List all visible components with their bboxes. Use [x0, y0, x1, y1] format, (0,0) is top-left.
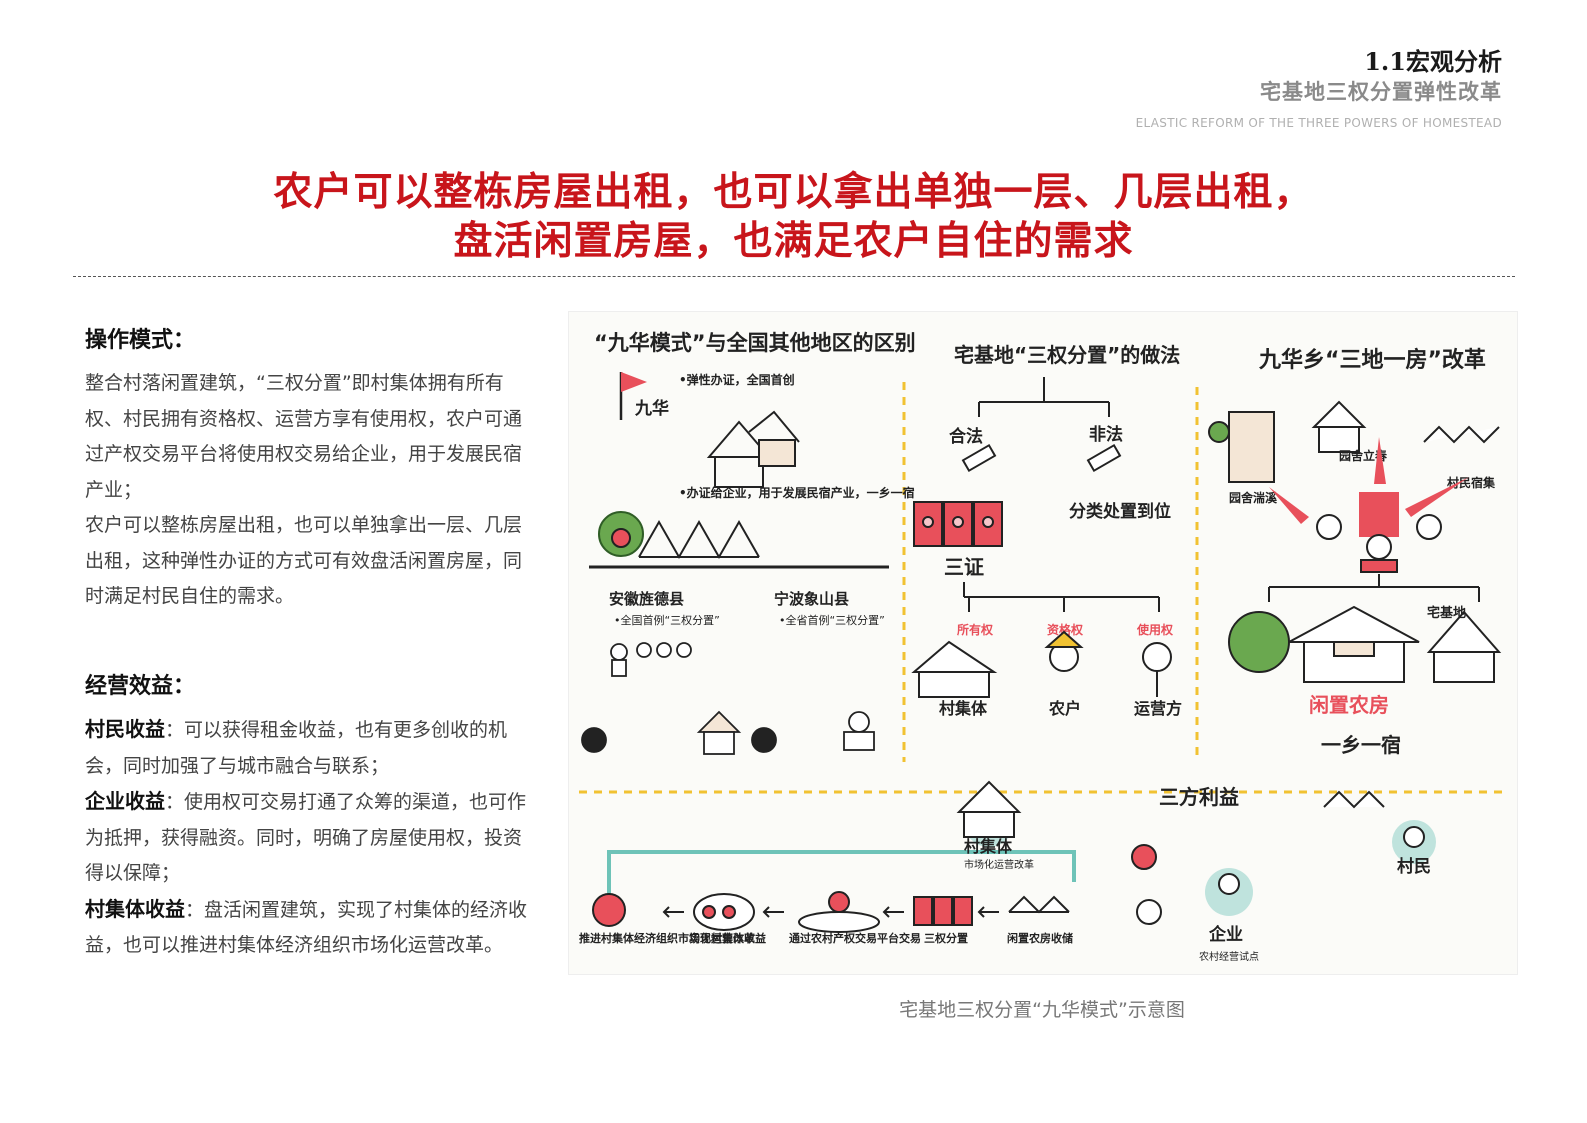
tree-connector [978, 377, 1110, 417]
homestay-label: 村民宿集 [1447, 475, 1496, 490]
qualification-label: 资格权 [1047, 622, 1084, 637]
enterprise-benefit-text: ：使用权可交易打通了众筹的渠道，也可作为抵押，获得融资。同时，明确了房屋使用权，… [85, 791, 527, 884]
jiuhua-model-illustration: “九华模式”与全国其他地区的区别 九华 •弹性办证，全国首创 •办证给企业，用于… [568, 311, 1518, 975]
headline-line-2: 盘活闲置房屋，也满足农户自住的需求 [453, 219, 1134, 264]
teal-frame [607, 850, 1076, 902]
enterprise-note: 农村经营试点 [1199, 950, 1259, 963]
garden-label: 园舍立春 [1339, 448, 1388, 463]
flow-step-5: 闲置农房收储 [1007, 931, 1073, 945]
stakeholders-icon [1131, 790, 1436, 925]
flow-arrows [662, 906, 999, 918]
flow-step-3: 通过农村产权交易平台交易 [789, 931, 921, 945]
idle-house-label: 闲置农房 [1309, 693, 1389, 717]
flag-label: 九华 [634, 398, 669, 419]
figure-caption: 宅基地三权分置“九华模式”示意图 [899, 999, 1185, 1021]
collective-2-label: 村集体 [964, 837, 1013, 856]
illegal-label: 非法 [1089, 424, 1123, 445]
enterprise-benefit: 企业收益：使用权可交易打通了众筹的渠道，也可作为抵押，获得融资。同时，明确了房屋… [85, 784, 530, 892]
county-2-note: •全省首例“三权分置” [779, 613, 885, 627]
villager-label: 村民 [1397, 856, 1431, 877]
illustration-canvas: “九华模式”与全国其他地区的区别 九华 •弹性办证，全国首创 •办证给企业，用于… [579, 331, 1507, 963]
point-2: •办证给企业，用于发展民宿产业，一乡一宿 [679, 485, 915, 500]
section-number: 1.1宏观分析 [1364, 47, 1502, 76]
collective-label: 村集体 [939, 699, 988, 718]
operation-paragraph-2: 农户可以整栋房屋出租，也可以单独拿出一层、几层出租，这种弹性办证的方式可有效盘活… [85, 514, 523, 607]
headline: 农户可以整栋房屋出租，也可以拿出单独一层、几层出租， 盘活闲置房屋，也满足农户自… [0, 168, 1587, 266]
red-arrows [1269, 437, 1469, 537]
collective-benefit: 村集体收益：盘活闲置建筑，实现了村集体的经济收益，也可以推进村集体经济组织市场化… [85, 892, 530, 964]
three-cert-label: 三证 [944, 555, 984, 579]
operation-heading: 操作模式： [85, 328, 196, 353]
operation-section: 操作模式： 整合村落闲置建筑，“三权分置”即村集体拥有所有权、村民拥有资格权、运… [85, 322, 530, 615]
people-group-icon [1316, 514, 1442, 573]
collective-2-note: 市场化运营改革 [964, 858, 1034, 871]
collective-house-icon [956, 780, 1022, 847]
house-icon [706, 410, 800, 488]
flag-icon [619, 372, 647, 420]
gavel-icon [961, 443, 1122, 473]
headline-line-1: 农户可以整栋房屋出租，也可以拿出单独一层、几层出租， [273, 170, 1314, 215]
farmer-label: 农户 [1048, 699, 1081, 718]
rights-holder-icons [911, 630, 1172, 698]
classify-label: 分类处置到位 [1069, 501, 1171, 522]
legal-label: 合法 [949, 426, 983, 447]
flow-step-1: 推进村集体经济组织市场化运营改革 [579, 931, 755, 945]
villager-benefit-text: ：可以获得租金收益，也有更多创收的机会，同时加强了与城市融合与联系； [85, 719, 508, 777]
buildings-icon [1208, 400, 1500, 483]
village-buildings-icon [1228, 605, 1502, 683]
section-english-subtitle: ELASTIC REFORM OF THE THREE POWERS OF HO… [1135, 116, 1502, 130]
section-subtitle: 宅基地三权分置弹性改革 [1260, 80, 1502, 104]
county-1: 安徽旌德县 [609, 590, 684, 608]
dashed-divider [73, 276, 1515, 277]
ownership-label: 所有权 [957, 622, 994, 637]
people-icons [581, 642, 875, 755]
enterprise-label: 企业 [1208, 924, 1243, 945]
rights-connector [963, 582, 1160, 612]
county-2: 宁波象山县 [774, 590, 849, 608]
operator-label: 运营方 [1134, 699, 1182, 718]
benefits-heading: 经营效益： [85, 674, 196, 699]
villager-benefit: 村民收益：可以获得租金收益，也有更多创收的机会，同时加强了与城市融合与联系； [85, 712, 530, 784]
operation-paragraph-1: 整合村落闲置建筑，“三权分置”即村集体拥有所有权、村民拥有资格权、运营方享有使用… [85, 372, 523, 501]
collective-benefit-label: 村集体收益 [85, 896, 185, 921]
collective-benefit-text: ：盘活闲置建筑，实现了村集体的经济收益，也可以推进村集体经济组织市场化运营改革。 [85, 898, 528, 957]
panel1-title: “九华模式”与全国其他地区的区别 [594, 331, 916, 355]
village-row-icon [598, 511, 760, 560]
homestead-connector [1268, 574, 1480, 602]
panel4-title: 三方利益 [1159, 785, 1239, 809]
garden-2-label: 园舍湍溪 [1229, 490, 1278, 505]
county-1-note: •全国首例“三权分置” [614, 613, 720, 627]
certificate-icons [913, 501, 1003, 547]
flow-step-2: 实现村集体收益 [689, 931, 766, 945]
panel2-title: 宅基地“三权分置”的做法 [954, 343, 1180, 367]
flow-step-4: 三权分置 [924, 931, 968, 945]
benefits-section: 经营效益： 村民收益：可以获得租金收益，也有更多创收的机会，同时加强了与城市融合… [85, 668, 530, 964]
point-1: •弹性办证，全国首创 [679, 372, 795, 387]
one-village-label: 一乡一宿 [1321, 733, 1401, 757]
panel3-title: 九华乡“三地一房”改革 [1258, 347, 1486, 373]
villager-benefit-label: 村民收益 [85, 717, 165, 741]
homestead-label: 宅基地 [1427, 605, 1466, 621]
use-right-label: 使用权 [1136, 622, 1174, 637]
flow-icons [592, 891, 1070, 933]
enterprise-benefit-label: 企业收益 [85, 789, 165, 813]
